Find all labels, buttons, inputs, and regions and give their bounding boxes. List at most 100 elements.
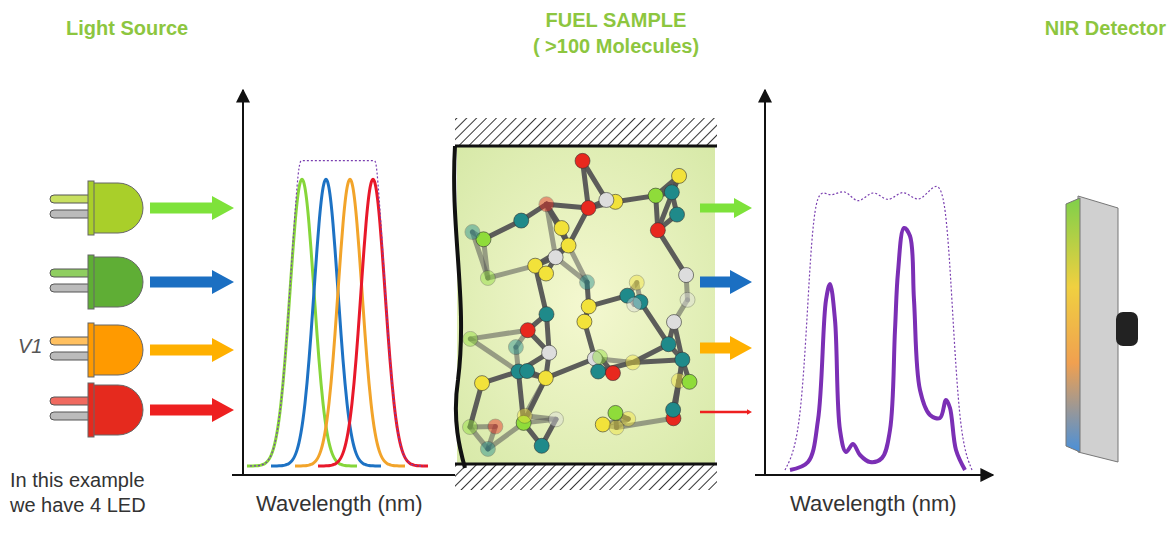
molecule-atom [520,323,535,338]
molecule-atom [580,275,595,290]
molecule-atom [608,405,623,420]
light-arrow [150,196,234,220]
molecule-atom [539,197,554,212]
light-arrow [150,338,234,362]
section-title: FUEL SAMPLE [466,8,766,33]
led-pin [50,352,92,360]
molecule-atom [514,213,529,228]
cell-window [454,146,465,468]
transmitted-spectrum [790,228,965,470]
molecule-atom [549,412,564,427]
molecule-bond [546,359,595,379]
hatched-wall [455,118,717,146]
molecule-atom [561,238,576,253]
led-pin [50,284,92,292]
led-body [90,385,143,435]
molecule-atom [517,408,532,423]
molecule-atom [599,192,614,207]
led-symbol [50,383,143,437]
led-pin [50,412,92,420]
detector-frame [1078,196,1118,462]
led-pin [50,195,92,203]
section-title: NIR Detector [1045,16,1166,41]
molecule-bond [658,230,686,275]
molecule-atom [508,340,523,355]
hatched-wall [455,464,717,490]
led-body [90,257,143,307]
molecule-atom [539,307,554,322]
molecule-atom [680,292,695,307]
led-body [90,183,143,233]
nir-detector [1066,196,1138,462]
molecule-atom [593,350,608,365]
transmitted-arrow [700,409,752,415]
molecule-atom [591,364,606,379]
molecule-atom [575,153,590,168]
y-axis [764,90,766,475]
led-rim [88,255,94,309]
section-subtitle: ( >100 Molecules) [466,34,766,59]
transmitted-arrow [700,198,752,218]
axis-label: Wavelength (nm) [790,490,957,518]
molecule-atom [539,266,554,281]
molecule-atom [488,419,503,434]
light-arrow [150,270,234,294]
molecule-atom [650,223,665,238]
molecule-atom [534,438,549,453]
molecule-atom [666,402,681,417]
molecule-atom [679,268,694,283]
led-pin [50,210,92,218]
molecule-atom [548,250,563,265]
molecule-atom [595,417,610,432]
molecule-atoms [463,153,697,456]
molecule-atom [480,270,495,285]
molecule-atom [520,364,535,379]
transmitted-arrow [700,270,752,294]
spectrum-envelope [250,161,424,466]
led-rim [88,383,94,437]
molecule-atom [625,355,640,370]
molecule-atom [605,366,620,381]
molecule-atom [463,331,478,346]
molecule-atom [675,352,690,367]
led-spectrum [318,179,428,466]
molecule-atom [475,376,490,391]
molecule-atom [581,201,596,216]
molecule-atom [667,315,682,330]
led-rim [88,323,94,377]
detector-knob [1116,312,1138,346]
molecule-atom [661,337,676,352]
molecule-atom [664,185,679,200]
molecule-atom [627,297,642,312]
x-axis [755,474,993,476]
led-pin [50,397,92,405]
molecule-atom [577,314,592,329]
molecule-bond [470,330,527,339]
molecule-atom [463,420,478,435]
led-body [90,325,143,375]
transmitted-arrow [700,336,752,360]
y-axis [242,90,244,475]
molecule-bonds [470,161,689,449]
molecule-atom [682,374,697,389]
cell-wall [455,463,717,466]
molecule-atom [672,168,687,183]
led-rim [88,181,94,235]
light-arrow [150,398,234,422]
voltage-label: V1 [18,334,42,359]
molecule-atom [480,441,495,456]
section-title: Light Source [66,16,188,41]
sample-volume [457,146,715,464]
led-pin [50,269,92,277]
cell-wall [455,145,717,148]
led-symbol [50,255,143,309]
led-symbol [50,181,143,235]
molecule-atom [648,188,663,203]
molecule-atom [465,225,480,240]
note-text: In this example we have 4 LED [10,468,175,518]
led-pin [50,337,92,345]
axis-label: Wavelength (nm) [256,490,423,518]
